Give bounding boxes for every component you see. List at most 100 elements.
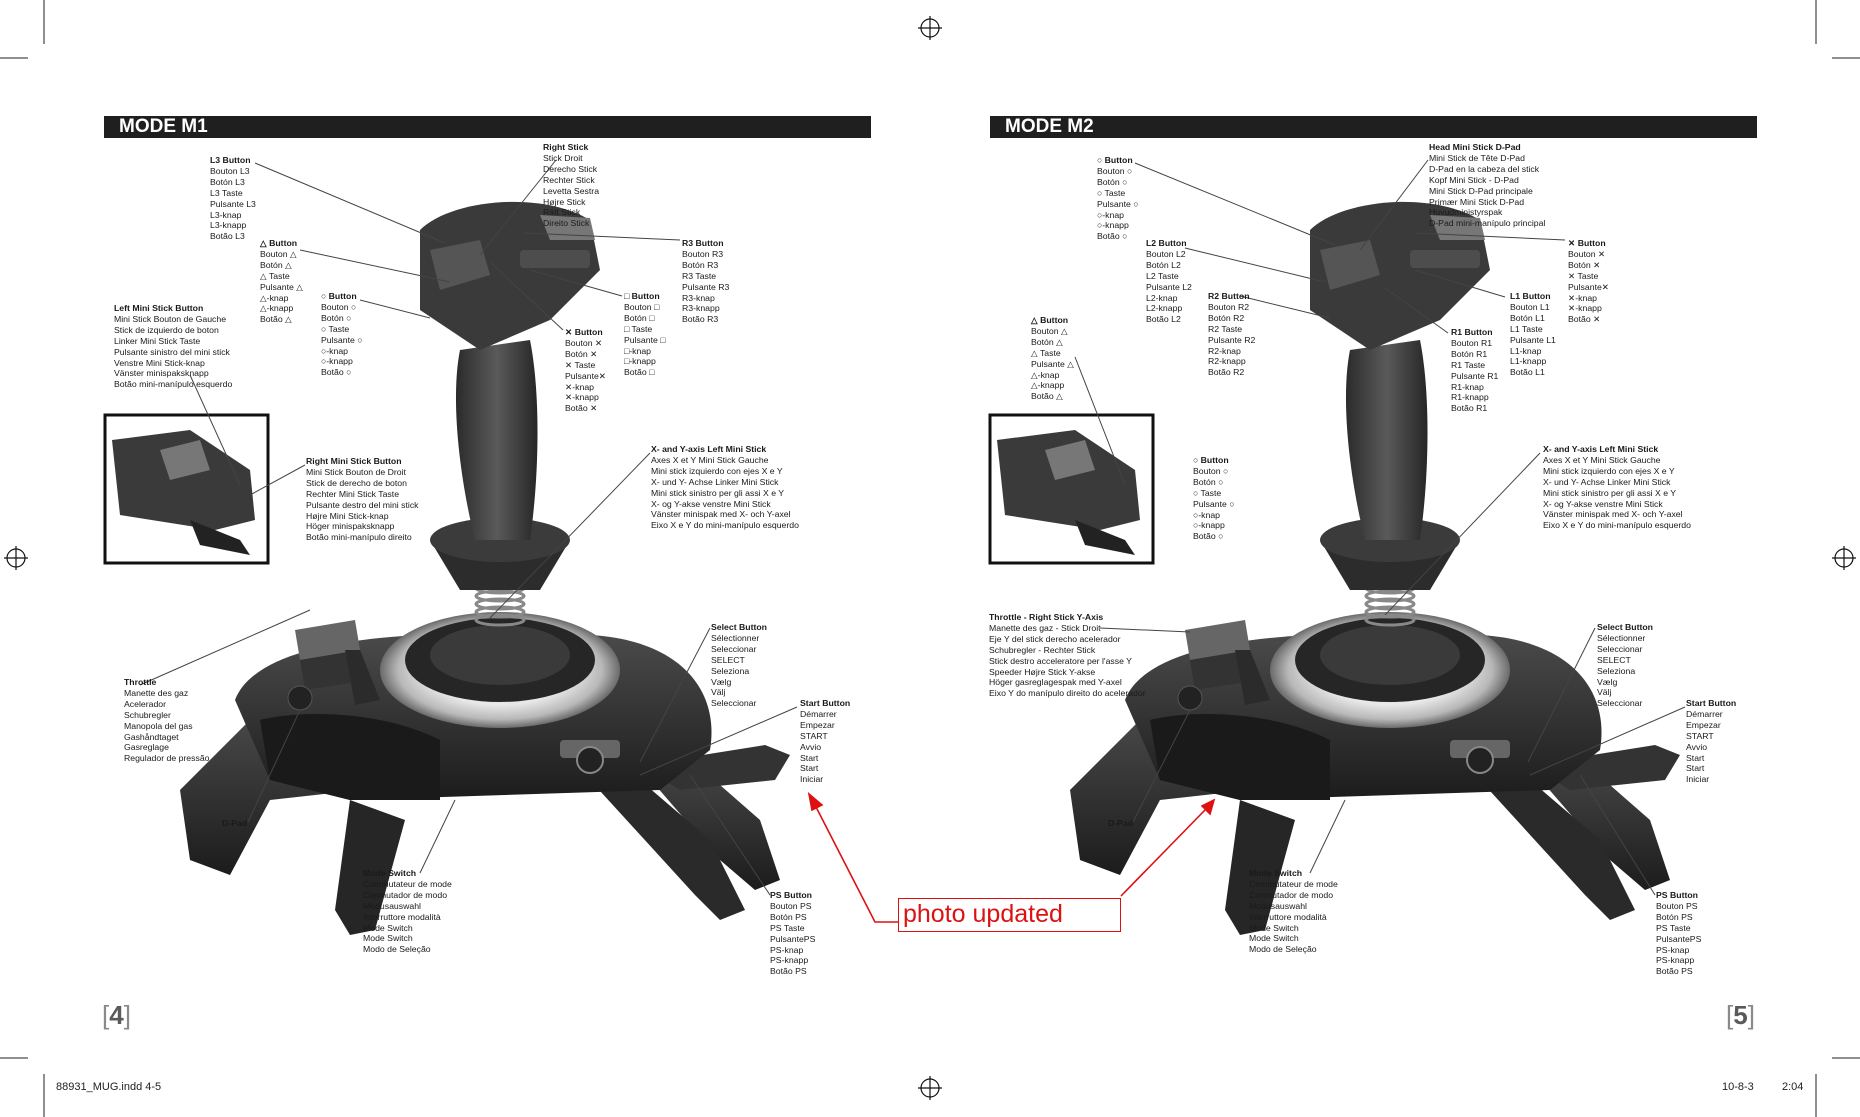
label-line: Kopf Mini Stick - D-Pad — [1429, 174, 1519, 185]
label-line: Seleccionar — [1597, 698, 1643, 709]
label-line: Primær Mini Stick D-Pad — [1429, 196, 1525, 207]
label-line: PS-knapp — [1656, 955, 1695, 966]
label-circle-button: ○ Button Bouton ○ Botón ○ ○ Taste Pulsan… — [1097, 155, 1138, 242]
page-header-m1: MODE M1 — [104, 116, 871, 138]
label-line: Mini stick sinistro per gli assi X e Y — [1543, 487, 1677, 498]
annotation-arrows — [807, 791, 1216, 923]
label-line: R2-knap — [1208, 345, 1241, 356]
label-line: Modo de Seleção — [363, 944, 431, 955]
label-line: Levetta Sestra — [543, 185, 600, 196]
label-line: Bouton L1 — [1510, 301, 1550, 312]
label-title: D-Pad — [1108, 818, 1134, 828]
label-line: Botão R3 — [682, 314, 719, 325]
label-r3-button: R3 Button Bouton R3 Botón R3 R3 Taste Pu… — [682, 238, 729, 325]
label-line: Start — [1686, 752, 1705, 763]
page-number-value: 4 — [109, 1000, 124, 1030]
label-line: Mode Switch — [1249, 922, 1299, 933]
label-start-button: Start Button Démarrer Empezar START Avvi… — [800, 698, 850, 785]
label-mode-switch: Mode Switch Commutateur de mode Conmutad… — [1249, 868, 1338, 955]
label-line: Pulsante L2 — [1146, 281, 1192, 292]
label-line: Mini Stick de Tête D-Pad — [1429, 152, 1525, 163]
label-title: D-Pad — [222, 818, 248, 828]
label-line: △-knap — [260, 292, 289, 303]
label-l1-button: L1 Button Bouton L1 Botón L1 L1 Taste Pu… — [1510, 291, 1556, 378]
label-line: □-knapp — [624, 356, 656, 367]
label-line: Bouton R2 — [1208, 301, 1250, 312]
label-title: Head Mini Stick D-Pad — [1429, 142, 1521, 152]
label-line: Sélectionner — [711, 632, 760, 643]
label-line: Botón PS — [1656, 911, 1693, 922]
label-line: □-knap — [624, 345, 651, 356]
label-circle-button-2: ○ Button Bouton ○ Botón ○ ○ Taste Pulsan… — [1193, 455, 1234, 542]
label-triangle-button: △ Button Bouton △ Botón △ △ Taste Pulsan… — [260, 238, 303, 325]
label-line: ○ Taste — [1193, 487, 1222, 498]
label-line: Botão PS — [1656, 966, 1693, 977]
label-line: L1-knapp — [1510, 356, 1547, 367]
label-line: △-knapp — [1031, 380, 1065, 391]
label-line: Botão ○ — [1193, 531, 1224, 542]
label-line: START — [800, 730, 828, 741]
label-line: Botão △ — [1031, 391, 1063, 402]
label-line: Conmutador de modo — [363, 889, 448, 900]
footer-date: 10-8-3 — [1722, 1081, 1754, 1093]
label-line: Bouton L3 — [210, 165, 250, 176]
label-line: Speeder Højre Stick Y-akse — [989, 666, 1096, 677]
label-line: Pulsante L3 — [210, 198, 256, 209]
label-triangle-button: △ Button Bouton △ Botón △ △ Taste Pulsan… — [1031, 315, 1074, 402]
label-line: R1-knapp — [1451, 392, 1489, 403]
label-select-button: Select Button Sélectionner Seleccionar S… — [1597, 622, 1653, 709]
label-line: PulsantePS — [770, 933, 816, 944]
label-line: R1-knap — [1451, 381, 1484, 392]
label-line: Commutateur de mode — [1249, 878, 1338, 889]
label-line: Iniciar — [800, 774, 824, 785]
label-line: Botón △ — [260, 259, 292, 270]
label-line: Derecho Stick — [543, 163, 598, 174]
label-line: Botón PS — [770, 911, 807, 922]
label-head-mini-stick-dpad: Head Mini Stick D-Pad Mini Stick de Tête… — [1429, 142, 1545, 229]
label-line: Pulsante R1 — [1451, 370, 1499, 381]
label-line: SELECT — [1597, 654, 1631, 665]
label-line: Démarrer — [800, 708, 837, 719]
label-line: L3-knapp — [210, 220, 247, 231]
label-l3-button: L3 Button Bouton L3 Botón L3 L3 Taste Pu… — [210, 155, 256, 242]
label-line: Interruttore modalità — [1249, 911, 1327, 922]
label-title: R1 Button — [1451, 327, 1493, 337]
label-line: Bouton ✕ — [1568, 248, 1606, 259]
label-line: ○ Taste — [1097, 187, 1126, 198]
label-line: ✕-knapp — [1568, 303, 1602, 314]
label-throttle: Throttle Manette des gaz Acelerador Schu… — [124, 677, 209, 764]
label-start-button: Start Button Démarrer Empezar START Avvi… — [1686, 698, 1736, 785]
label-line: Start — [800, 752, 819, 763]
inset-photo-m1 — [103, 413, 270, 565]
label-line: △ Taste — [1031, 347, 1061, 358]
label-title: L2 Button — [1146, 238, 1187, 248]
label-line: Stick de derecho de boton — [306, 477, 407, 488]
label-line: Botão ✕ — [565, 403, 598, 414]
label-line: PS-knapp — [770, 955, 809, 966]
label-line: Bouton PS — [770, 900, 812, 911]
label-line: Botón L2 — [1146, 259, 1181, 270]
label-line: Avvio — [800, 741, 822, 752]
label-line: Bouton □ — [624, 301, 660, 312]
label-line: SELECT — [711, 654, 745, 665]
label-line: Botón R2 — [1208, 312, 1245, 323]
label-left-mini-stick-button: Left Mini Stick Button Mini Stick Bouton… — [114, 303, 232, 390]
label-line: Botón R1 — [1451, 348, 1488, 359]
label-line: START — [1686, 730, 1714, 741]
label-title: Start Button — [1686, 698, 1737, 708]
label-line: Pulsante sinistro del mini stick — [114, 346, 230, 357]
label-line: △-knap — [1031, 369, 1060, 380]
label-line: Avvio — [1686, 741, 1708, 752]
label-line: Eixo X e Y do mini-manípulo esquerdo — [651, 520, 799, 531]
photo-updated-annotation: photo updated — [898, 898, 1121, 932]
label-line: ✕ Taste — [1568, 270, 1599, 281]
label-line: Välj — [1597, 687, 1612, 698]
label-line: Gasreglage — [124, 742, 169, 753]
label-line: Bouton ○ — [321, 301, 357, 312]
label-right-mini-stick-button: Right Mini Stick Button Mini Stick Bouto… — [306, 456, 419, 543]
label-throttle-right-stick-y-axis: Throttle - Right Stick Y-Axis Manette de… — [989, 612, 1146, 699]
label-line: R3 Taste — [682, 270, 717, 281]
label-line: Botón ✕ — [1568, 259, 1601, 270]
label-line: Seleccionar — [1597, 643, 1643, 654]
